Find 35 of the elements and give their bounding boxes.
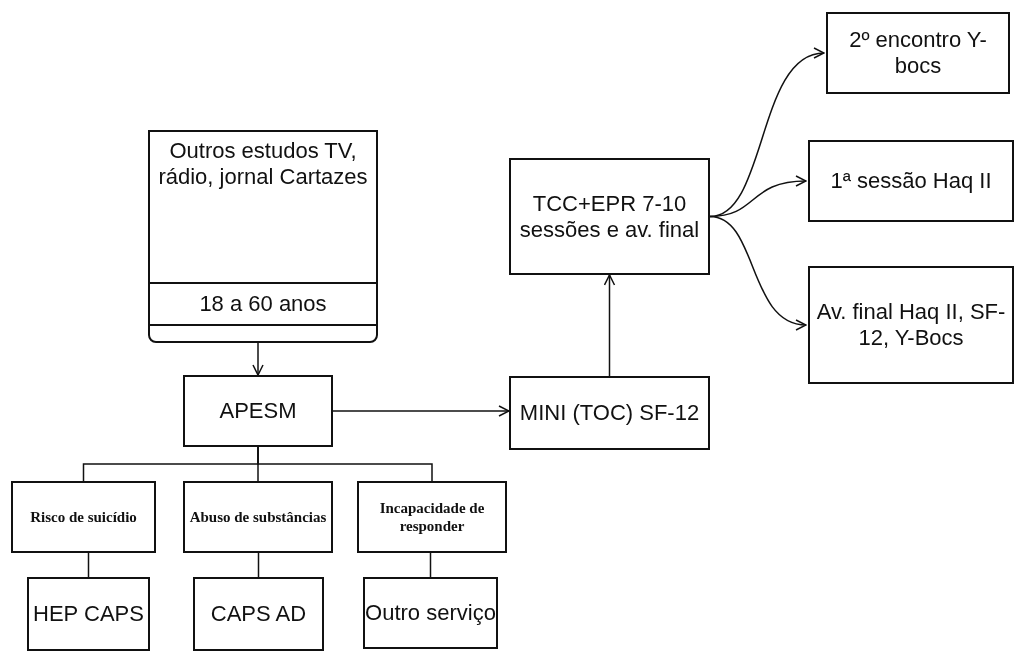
node-text: CAPS AD	[210, 601, 307, 627]
node-text: 18 a 60 anos	[150, 282, 376, 326]
process-box	[27, 577, 150, 651]
process-box	[183, 375, 333, 447]
node-text: Incapacidade de responder	[378, 499, 486, 535]
connector	[252, 342, 264, 376]
connector	[257, 446, 433, 482]
node-text: TCC+EPR 7-10 sessões e av. final	[518, 190, 701, 243]
connector	[332, 405, 510, 417]
process-box	[509, 376, 710, 450]
node-text: Outro serviço	[365, 600, 496, 626]
process-box	[193, 577, 324, 651]
recruitment-box	[148, 130, 378, 343]
process-box	[808, 140, 1014, 222]
node-text: Outros estudos TV, rádio, jornal Cartazes	[157, 137, 369, 191]
node-text: 1ª sessão Haq II	[830, 168, 992, 194]
node-text: Abuso de substâncias	[189, 508, 327, 526]
connector	[257, 552, 260, 578]
node-text: MINI (TOC) SF-12	[519, 400, 700, 426]
node-text: 2º encontro Y-bocs	[848, 27, 988, 79]
node-text: APESM	[219, 398, 297, 424]
process-box	[826, 12, 1010, 94]
connector	[429, 552, 432, 578]
connector	[603, 274, 616, 377]
process-box	[509, 158, 710, 275]
connector	[87, 552, 90, 578]
process-box	[357, 481, 507, 553]
process-box	[363, 577, 498, 649]
connector	[709, 215, 807, 330]
node-text: Av. final Haq II, SF-12, Y-Bocs	[815, 299, 1007, 351]
process-box	[808, 266, 1014, 384]
node-text: Risco de suicídio	[30, 508, 137, 526]
process-box	[183, 481, 333, 553]
process-box	[11, 481, 156, 553]
node-text: HEP CAPS	[33, 601, 144, 627]
